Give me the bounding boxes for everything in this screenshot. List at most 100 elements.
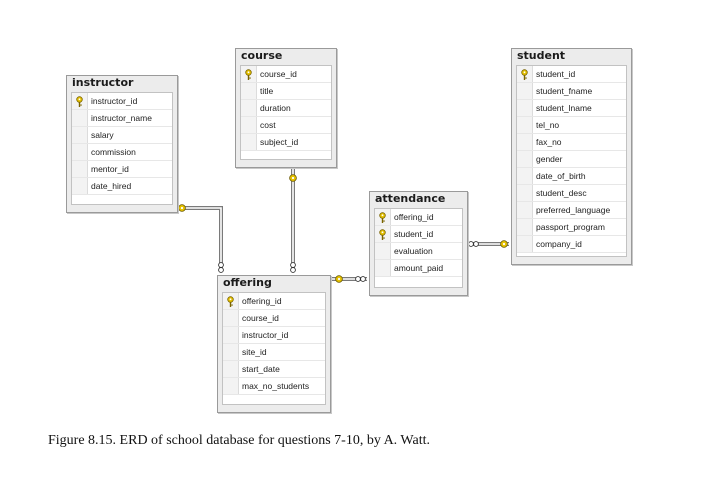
row-gutter bbox=[241, 83, 257, 99]
row-gutter bbox=[223, 344, 239, 360]
column-name: student_id bbox=[536, 69, 576, 79]
row-gutter bbox=[517, 66, 533, 82]
column-row[interactable]: student_id bbox=[375, 226, 462, 243]
row-gutter bbox=[223, 378, 239, 394]
column-row[interactable]: salary bbox=[72, 127, 172, 144]
row-gutter bbox=[241, 134, 257, 150]
row-gutter bbox=[223, 327, 239, 343]
column-name: instructor_id bbox=[242, 330, 289, 340]
row-gutter bbox=[241, 66, 257, 82]
offering-attendance-many-end bbox=[355, 276, 361, 282]
student-one-end-key-icon-hole bbox=[502, 242, 506, 246]
column-row[interactable]: fax_no bbox=[517, 134, 626, 151]
column-name: site_id bbox=[242, 347, 267, 357]
row-gutter bbox=[72, 127, 88, 143]
column-row[interactable]: date_of_birth bbox=[517, 168, 626, 185]
column-name: offering_id bbox=[394, 212, 434, 222]
column-row[interactable]: offering_id bbox=[375, 209, 462, 226]
column-row[interactable]: cost bbox=[241, 117, 331, 134]
column-row[interactable]: passport_program bbox=[517, 219, 626, 236]
column-row[interactable]: instructor_name bbox=[72, 110, 172, 127]
table-title: attendance bbox=[375, 192, 446, 205]
course-offering-many-end bbox=[290, 262, 296, 268]
primary-key-icon bbox=[520, 68, 529, 80]
column-row[interactable]: max_no_students bbox=[223, 378, 325, 395]
student-attendance-many-end bbox=[468, 241, 474, 247]
column-name: amount_paid bbox=[394, 263, 444, 273]
table-title: offering bbox=[223, 276, 272, 289]
table-title: student bbox=[517, 49, 566, 62]
column-name: company_id bbox=[536, 239, 582, 249]
instructor-one-end-key-icon-hole bbox=[180, 206, 184, 210]
column-name: evaluation bbox=[394, 246, 433, 256]
column-name: date_hired bbox=[91, 181, 132, 191]
column-row[interactable]: course_id bbox=[241, 66, 331, 83]
column-row[interactable]: course_id bbox=[223, 310, 325, 327]
primary-key-icon bbox=[244, 68, 253, 80]
table-title: instructor bbox=[72, 76, 134, 89]
column-row[interactable]: date_hired bbox=[72, 178, 172, 195]
student-table[interactable]: student student_id student_fname student_l… bbox=[511, 48, 632, 265]
column-name: mentor_id bbox=[91, 164, 129, 174]
column-row[interactable]: mentor_id bbox=[72, 161, 172, 178]
column-row[interactable]: start_date bbox=[223, 361, 325, 378]
table-title: course bbox=[241, 49, 283, 62]
offering-table[interactable]: offering offering_id course_id instructor_… bbox=[217, 275, 331, 413]
column-row[interactable]: student_fname bbox=[517, 83, 626, 100]
attendance-table[interactable]: attendance offering_id student_id evaluati… bbox=[369, 191, 468, 296]
column-name: offering_id bbox=[242, 296, 282, 306]
column-row[interactable]: duration bbox=[241, 100, 331, 117]
column-name: commission bbox=[91, 147, 136, 157]
column-row[interactable]: commission bbox=[72, 144, 172, 161]
column-row[interactable]: instructor_id bbox=[223, 327, 325, 344]
row-gutter bbox=[223, 293, 239, 309]
column-row[interactable]: offering_id bbox=[223, 293, 325, 310]
row-gutter bbox=[72, 178, 88, 194]
row-gutter bbox=[375, 260, 391, 276]
primary-key-icon bbox=[75, 95, 84, 107]
row-gutter bbox=[72, 110, 88, 126]
row-gutter bbox=[517, 134, 533, 150]
course-offering-many-end-2 bbox=[290, 267, 296, 273]
row-gutter bbox=[517, 100, 533, 116]
column-row[interactable]: site_id bbox=[223, 344, 325, 361]
column-name: student_id bbox=[394, 229, 434, 239]
column-row[interactable]: amount_paid bbox=[375, 260, 462, 277]
column-list: offering_id student_id evaluation amount_pa… bbox=[374, 208, 463, 288]
row-gutter bbox=[241, 100, 257, 116]
column-name: instructor_id bbox=[91, 96, 138, 106]
column-row[interactable]: title bbox=[241, 83, 331, 100]
column-row[interactable]: student_lname bbox=[517, 100, 626, 117]
column-name: duration bbox=[260, 103, 291, 113]
primary-key-icon bbox=[378, 211, 387, 223]
column-name: max_no_students bbox=[242, 381, 310, 391]
column-name: student_desc bbox=[536, 188, 587, 198]
column-row[interactable]: preferred_language bbox=[517, 202, 626, 219]
column-row[interactable]: gender bbox=[517, 151, 626, 168]
row-gutter bbox=[517, 83, 533, 99]
instructor-offering-many-end bbox=[218, 262, 224, 268]
column-name: cost bbox=[260, 120, 276, 130]
column-row[interactable]: evaluation bbox=[375, 243, 462, 260]
row-gutter bbox=[517, 202, 533, 218]
primary-key-icon bbox=[378, 228, 387, 240]
instructor-offering-line-inner bbox=[178, 207, 222, 272]
column-row[interactable]: subject_id bbox=[241, 134, 331, 151]
course-one-end-key-icon-hole bbox=[291, 176, 295, 180]
column-row[interactable]: instructor_id bbox=[72, 93, 172, 110]
offering-attendance-many-end-2 bbox=[360, 276, 366, 282]
column-name: student_lname bbox=[536, 103, 592, 113]
row-gutter bbox=[72, 144, 88, 160]
column-row[interactable]: student_desc bbox=[517, 185, 626, 202]
column-name: course_id bbox=[242, 313, 279, 323]
column-row[interactable]: tel_no bbox=[517, 117, 626, 134]
column-row[interactable]: student_id bbox=[517, 66, 626, 83]
column-row[interactable]: company_id bbox=[517, 236, 626, 253]
column-name: salary bbox=[91, 130, 114, 140]
row-gutter bbox=[375, 209, 391, 225]
